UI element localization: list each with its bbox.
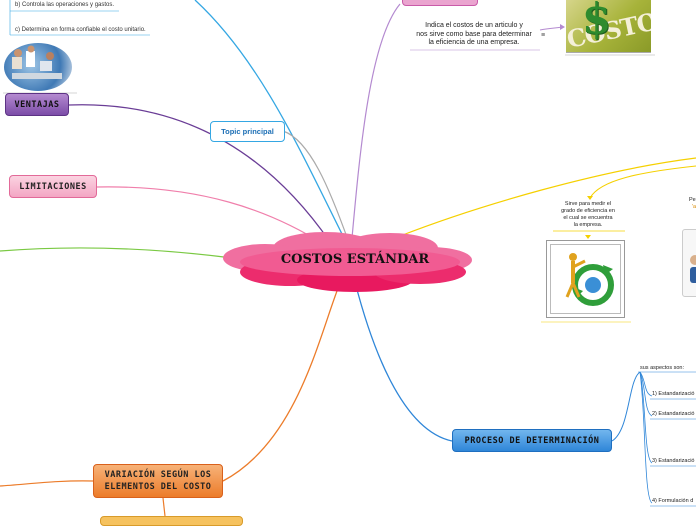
bottom-branch-node[interactable]	[100, 516, 243, 526]
proceso-step-4[interactable]: 4) Formulación d	[652, 498, 694, 504]
ventajas-node[interactable]: VENTAJAS	[5, 93, 69, 116]
avatar	[682, 229, 696, 297]
description-line-1: Indica el costos de un articulo y	[425, 22, 523, 29]
people-illustration-icon	[12, 45, 62, 79]
variacion-line-1: VARIACIÓN SEGÚN LOS	[104, 470, 212, 480]
topic-principal-node[interactable]: Topic principal	[210, 121, 285, 142]
business-people-image	[4, 43, 72, 91]
sirve-line-4: la empresa.	[573, 222, 603, 228]
proceso-node[interactable]: PROCESO DE DETERMINACIÓN	[452, 429, 612, 452]
limitaciones-node[interactable]: LIMITACIONES	[9, 175, 97, 198]
central-topic[interactable]: COSTOS ESTÁNDAR	[280, 252, 430, 267]
sirve-line-1: Sirve para medir el	[564, 201, 612, 207]
right-fragment-text: Pe	[689, 197, 696, 203]
proceso-step-2[interactable]: 2) Estandarizació	[652, 411, 695, 417]
proceso-step-3[interactable]: 3) Estandarizació	[652, 458, 695, 464]
sirve-text[interactable]: Sirve para medir el grado de eficiencia …	[553, 201, 623, 229]
variacion-line-2: ELEMENTOS DEL COSTO	[104, 482, 212, 492]
top-branch-node[interactable]	[402, 0, 478, 6]
sirve-line-3: el cual se encuentra	[563, 215, 613, 221]
ventajas-item-b: b) Controla las operaciones y gastos.	[15, 2, 115, 8]
description-text[interactable]: Indica el costos de un articulo y nos si…	[409, 22, 539, 48]
description-line-3: la eficiencia de una empresa.	[428, 39, 520, 46]
note-icon[interactable]: ≡	[541, 32, 546, 39]
person-icon	[690, 255, 696, 283]
proceso-header[interactable]: sus aspectos son:	[640, 365, 685, 371]
dollar-sign-icon: $	[582, 0, 612, 43]
recycle-image	[546, 240, 625, 318]
central-cloud[interactable]	[223, 232, 472, 292]
description-line-2: nos sirve como base para determinar	[416, 30, 532, 38]
costos-image: COSTOS $	[566, 0, 651, 53]
sirve-line-2: grado de eficiencia en	[561, 208, 615, 214]
right-fragment-text-2: 'a	[692, 204, 696, 210]
proceso-step-1[interactable]: 1) Estandarizació	[652, 391, 695, 397]
recycle-figure-icon	[565, 253, 614, 306]
variacion-node[interactable]: VARIACIÓN SEGÚN LOS ELEMENTOS DEL COSTO	[93, 464, 223, 498]
ventajas-item-c: c) Determina en forma confiable el costo…	[15, 27, 146, 33]
